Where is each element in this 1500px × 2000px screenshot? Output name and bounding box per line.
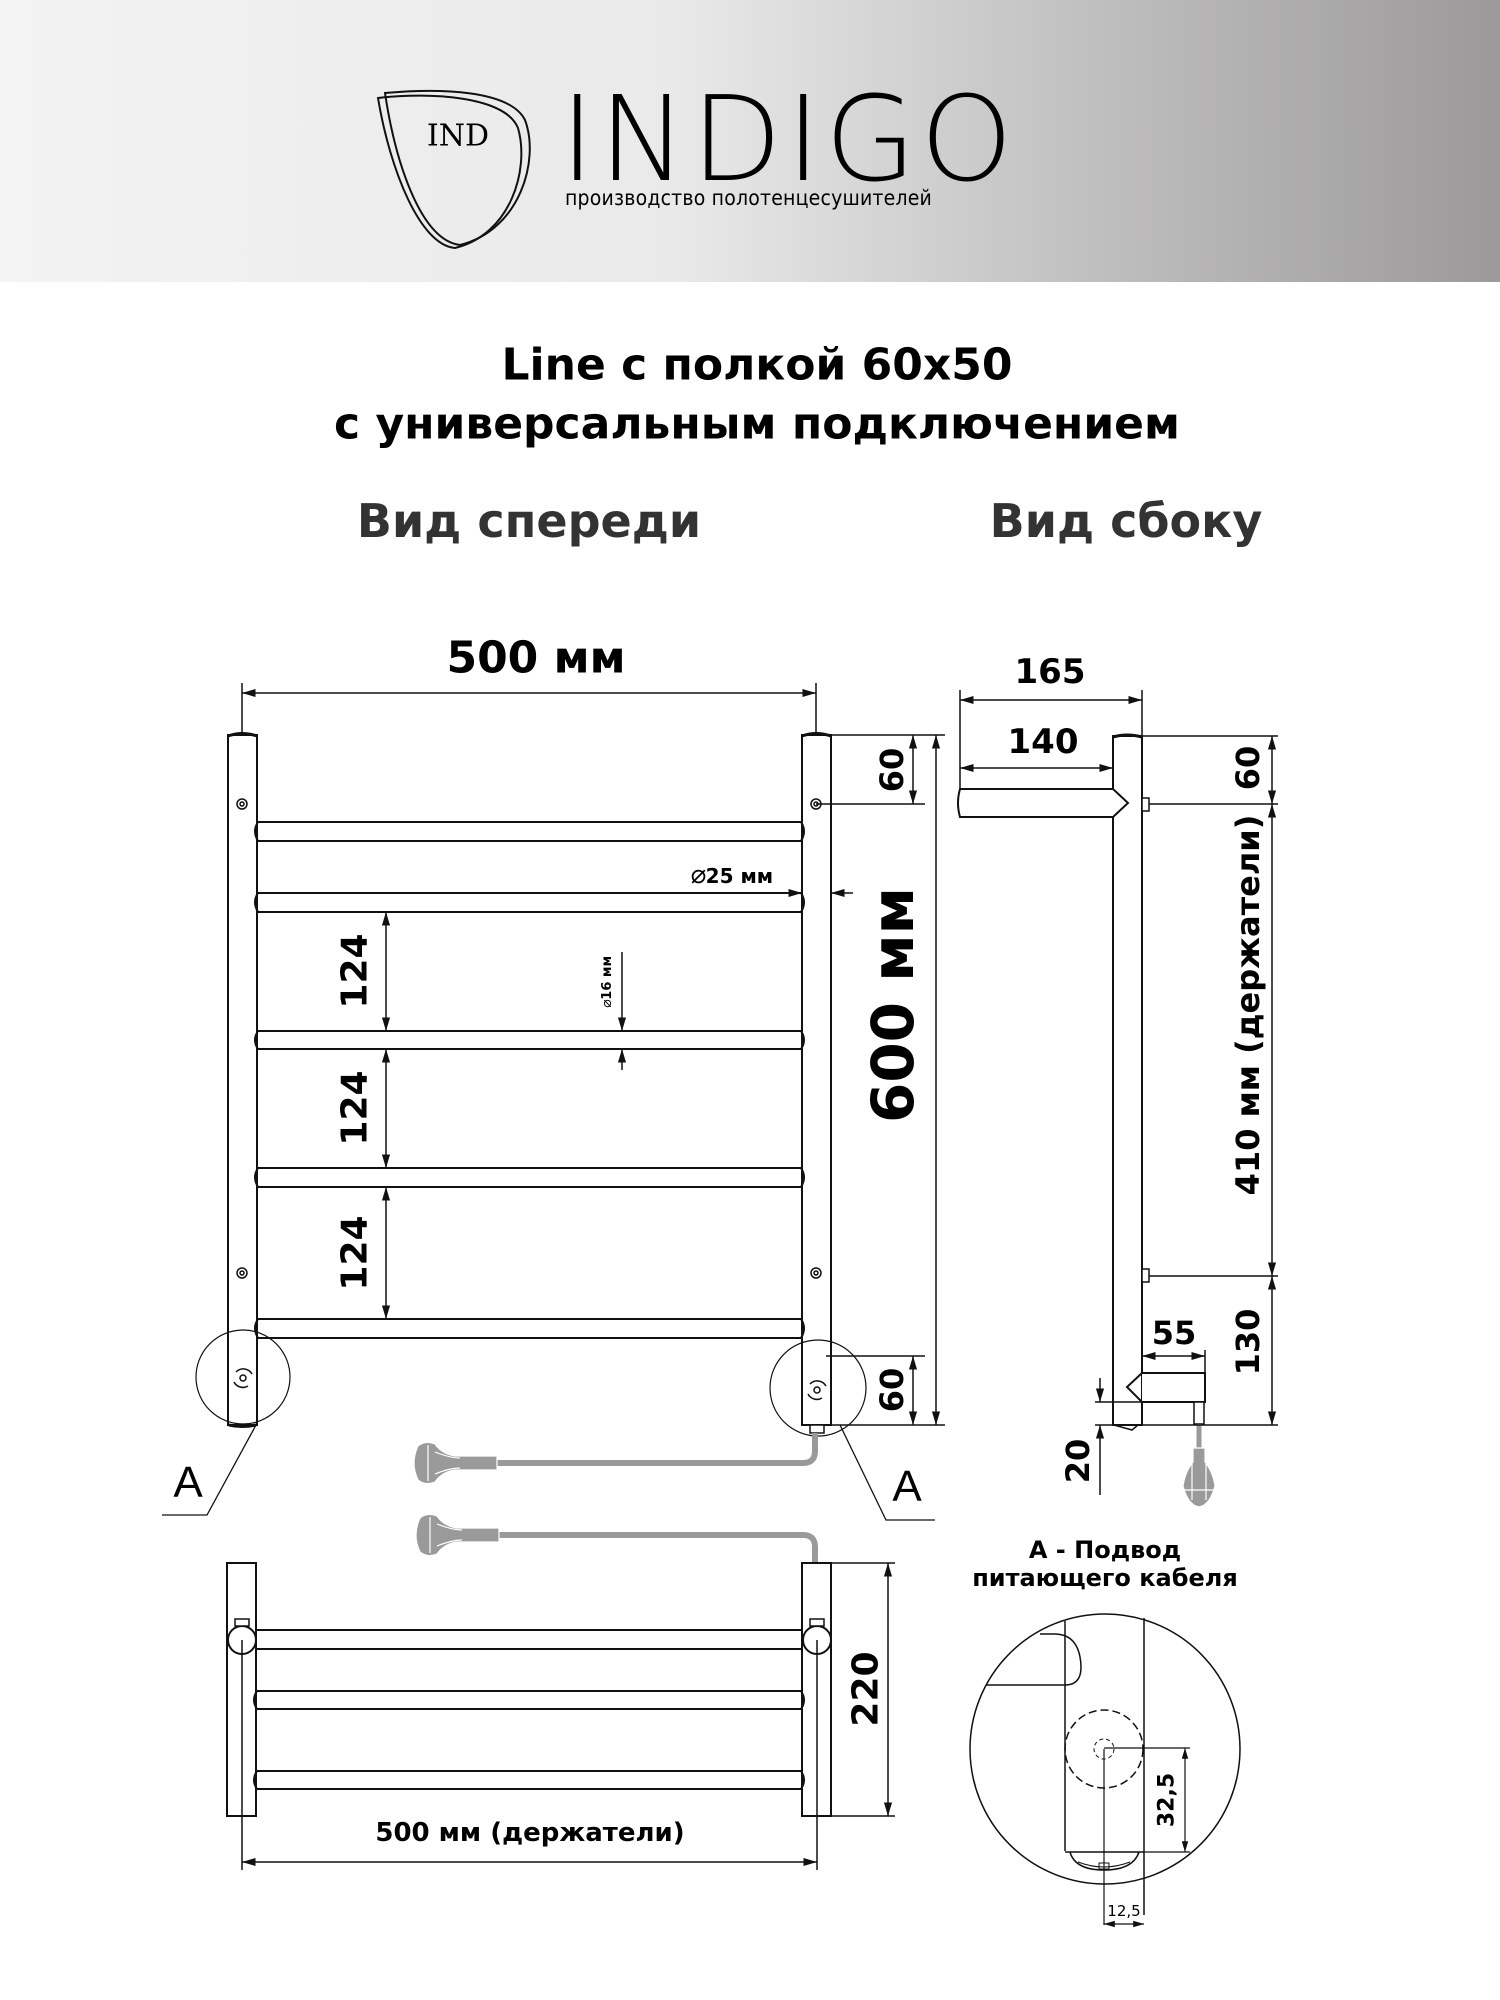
top-depth-dim: 220	[845, 1651, 887, 1727]
power-cable-front	[497, 1433, 818, 1466]
detail-callout-left: A	[173, 1458, 203, 1507]
plug-icon	[415, 1513, 500, 1557]
top-width-dim: 500 мм (держатели)	[375, 1818, 685, 1848]
detail-a-vertical-dim: 32,5	[1154, 1772, 1180, 1828]
plug-icon	[1182, 1447, 1216, 1508]
product-title: Line с полкой 60х50	[501, 339, 1013, 391]
rails	[257, 821, 802, 1339]
side-heater-offset-dim: 55	[1151, 1314, 1197, 1352]
side-total-depth-dim: 165	[1014, 652, 1086, 692]
rail-diameter-dim: ⌀16 мм	[599, 955, 615, 1009]
side-view-drawing	[957, 733, 1206, 1431]
brand-header	[0, 0, 1500, 282]
side-shelf-depth-dim: 140	[1007, 722, 1079, 762]
side-bottom-dim: 20	[1059, 1438, 1097, 1484]
detail-a-title-line2: питающего кабеля	[972, 1564, 1238, 1592]
detail-callout-right: A	[892, 1462, 922, 1511]
detail-a-title-line1: А - Подвод	[1028, 1536, 1182, 1564]
detail-a-horizontal-dim: 12,5	[1107, 1902, 1141, 1920]
detail-a-drawing	[969, 1613, 1241, 1928]
front-view-drawing	[162, 732, 935, 1521]
side-holders-distance-dim: 410 мм (держатели)	[1229, 814, 1267, 1196]
front-bottom-offset-dim: 60	[873, 1367, 911, 1413]
post-diameter-dim: ⌀25 мм	[690, 860, 774, 890]
side-dimensions	[959, 690, 1278, 1495]
side-top-holder-dim: 60	[1229, 745, 1267, 791]
front-height-dim: 600 мм	[859, 886, 927, 1124]
logo-monogram: IND	[426, 118, 490, 154]
front-width-dim: 500 мм	[446, 632, 626, 684]
diameter-icon: ⌀	[599, 999, 615, 1009]
detail-a-left-circle	[195, 1329, 291, 1425]
rail-spacing-dim-3: 124	[334, 1215, 376, 1291]
power-cable-top	[499, 1532, 818, 1563]
brand-name: INDIGO	[560, 70, 1018, 208]
brand-tagline: производство полотенцесушителей	[565, 186, 933, 210]
front-top-offset-dim: 60	[873, 747, 911, 793]
rail-spacing-dim-2: 124	[334, 1070, 376, 1146]
side-bottom-holder-dim: 130	[1229, 1308, 1267, 1376]
side-view-label: Вид сбоку	[989, 494, 1263, 548]
rail-spacing-dim-1: 124	[334, 933, 376, 1009]
logo-emblem-icon	[376, 89, 531, 250]
product-subtitle: с универсальным подключением	[334, 398, 1180, 450]
front-view-label: Вид спереди	[356, 494, 702, 548]
top-dimensions	[241, 1562, 895, 1870]
plug-icon	[413, 1441, 498, 1485]
right-post	[801, 734, 832, 1426]
left-post	[227, 734, 258, 1426]
front-dimensions	[241, 683, 945, 1426]
top-view-drawing	[226, 1562, 832, 1817]
diameter-icon: ⌀	[690, 860, 706, 890]
